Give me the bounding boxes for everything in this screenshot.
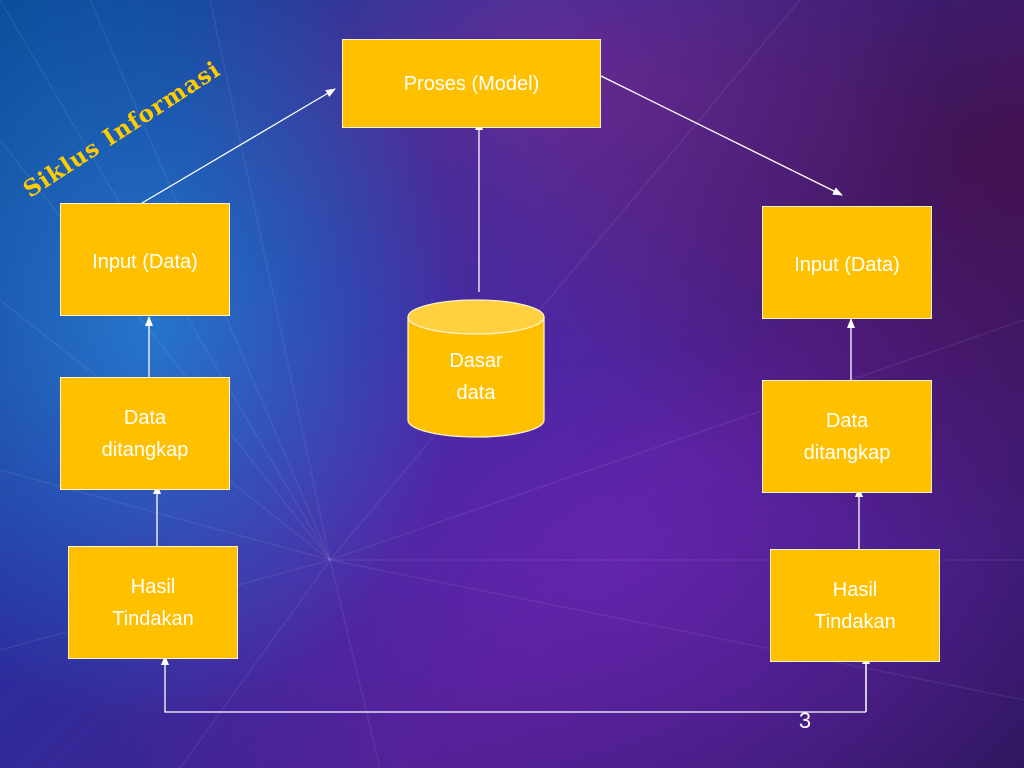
input-data-box-left: Input (Data) <box>60 203 230 316</box>
input-data-label-right: Input (Data) <box>794 254 900 276</box>
database-cylinder <box>407 299 545 438</box>
feedback-loop-bottom <box>161 655 866 713</box>
data-ditangkap-box-right: Data ditangkap <box>762 380 932 493</box>
data-ditangkap-label-right: Data ditangkap <box>803 409 891 464</box>
hasil-tindakan-label-right: Hasil Tindakan <box>814 578 896 633</box>
hasil-tindakan-box-left: Hasil Tindakan <box>68 546 238 659</box>
proses-model-box: Proses (Model) <box>342 39 601 128</box>
hasil-tindakan-box-right: Hasil Tindakan <box>770 549 940 662</box>
arrow-proses-to-input-right <box>600 75 843 196</box>
data-ditangkap-label-left: Data ditangkap <box>101 406 189 461</box>
proses-model-label: Proses (Model) <box>403 72 540 95</box>
input-data-box-right: Input (Data) <box>762 206 932 319</box>
data-ditangkap-box-left: Data ditangkap <box>60 377 230 490</box>
hasil-tindakan-label-left: Hasil Tindakan <box>112 575 194 630</box>
arrow-input-left-to-proses <box>141 88 336 204</box>
page-number: 3 <box>798 708 812 733</box>
input-data-label-left: Input (Data) <box>92 251 198 273</box>
database-label: Dasar data <box>449 350 503 404</box>
